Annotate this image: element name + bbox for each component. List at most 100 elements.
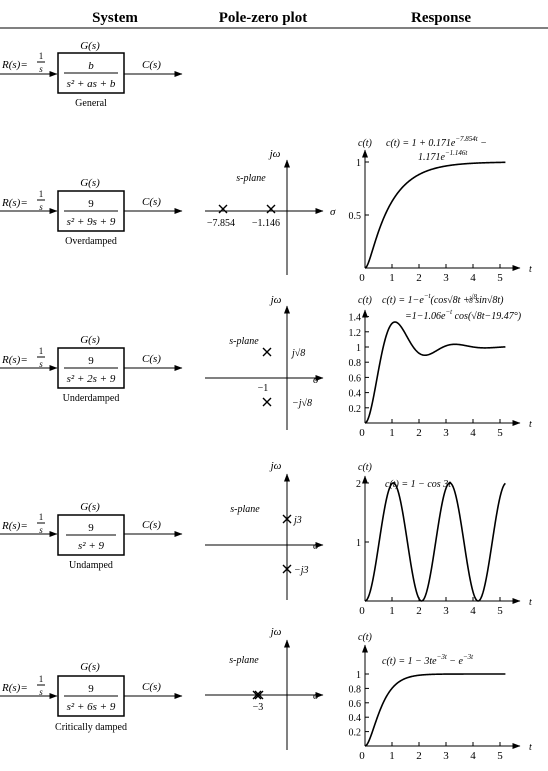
x-tick-label: 4 — [470, 750, 476, 762]
y-tick-label: 1 — [356, 670, 361, 681]
tf-numerator: b — [88, 60, 94, 72]
pole-marker — [218, 204, 228, 214]
pole-real-part-label: −1 — [258, 383, 269, 394]
pole-imag-label: j√8 — [290, 348, 305, 359]
ct-axis-label: c(t) — [358, 295, 373, 306]
input-num: 1 — [39, 189, 44, 199]
pole-marker — [262, 347, 272, 357]
input-num: 1 — [39, 674, 44, 684]
transfer-function-block — [57, 52, 125, 94]
response-equation-line1: c(t) = 1 + 0.171e−7.854t − — [386, 135, 487, 149]
x-tick-label: 5 — [497, 272, 503, 284]
output-label: C(s) — [142, 196, 161, 208]
tf-numerator: 9 — [88, 355, 94, 367]
input-label: R(s)= — [1, 354, 28, 366]
x-tick-label: 5 — [497, 427, 503, 439]
pole-marker — [266, 204, 276, 214]
tf-denominator: s² + 2s + 9 — [67, 373, 116, 385]
x-tick-label: 2 — [416, 750, 422, 762]
ct-axis-label: c(t) — [358, 462, 373, 473]
x-tick-label: 1 — [389, 605, 395, 617]
x-tick-label: 0 — [359, 605, 365, 617]
x-tick-label: 5 — [497, 605, 503, 617]
input-den: s — [39, 359, 43, 369]
y-tick-label: 1.4 — [349, 313, 362, 324]
ct-axis-label: c(t) — [358, 138, 373, 149]
input-label: R(s)= — [1, 59, 28, 71]
system-caption: General — [75, 98, 107, 109]
tf-denominator: s² + 6s + 9 — [67, 701, 116, 713]
y-tick-label: 1 — [356, 158, 361, 169]
system-caption: Undamped — [69, 560, 113, 571]
s-plane-label: s-plane — [229, 336, 259, 347]
x-tick-label: 3 — [443, 427, 449, 439]
row-undamped: R(s)= 1 s G(s) 9 s² + 9 C(s) Undamped jω… — [0, 460, 532, 617]
jw-label: jω — [269, 460, 282, 472]
output-label: C(s) — [142, 353, 161, 365]
response-equation-line2: 1.171e−1.146t — [418, 149, 468, 163]
y-tick-label: 2 — [356, 479, 361, 490]
sigma-label: σ — [330, 206, 336, 218]
input-label: R(s)= — [1, 520, 28, 532]
x-tick-label: 1 — [389, 272, 395, 284]
input-num: 1 — [39, 512, 44, 522]
input-den: s — [39, 525, 43, 535]
header-pole-zero-plot: Pole-zero plot — [219, 10, 307, 26]
row-underdamped: R(s)= 1 s G(s) 9 s² + 2s + 9 C(s) Underd… — [0, 292, 532, 439]
t-axis-label: t — [529, 742, 532, 753]
y-tick-label: 0.6 — [349, 373, 362, 384]
y-tick-label: 0.4 — [349, 713, 362, 724]
row-general: R(s)= 1 s G(s) b s² + as + b C(s) Genera… — [0, 40, 183, 109]
x-tick-label: 0 — [359, 427, 365, 439]
pole-imag-label: j3 — [292, 515, 302, 526]
pole-value-label: −1.146 — [252, 218, 280, 229]
ct-axis-label: c(t) — [358, 632, 373, 643]
pole-marker — [282, 564, 292, 574]
x-tick-label: 4 — [470, 272, 476, 284]
pole-marker — [282, 514, 292, 524]
x-tick-label: 3 — [443, 750, 449, 762]
transfer-function-label: G(s) — [80, 501, 100, 513]
header-response: Response — [411, 10, 471, 26]
x-tick-label: 2 — [416, 605, 422, 617]
response-equation-line2: =1−1.06e−t cos(√8t−19.47°) — [405, 308, 522, 322]
y-tick-label: 1 — [356, 343, 361, 354]
y-tick-label: 0.8 — [349, 684, 362, 695]
y-tick-label: 0.2 — [349, 404, 362, 415]
input-label: R(s)= — [1, 682, 28, 694]
y-tick-label: 0.8 — [349, 358, 362, 369]
response-curve — [364, 161, 506, 269]
transfer-function-label: G(s) — [80, 334, 100, 346]
tf-denominator: s² + 9s + 9 — [67, 216, 116, 228]
pole-imag-label: −j√8 — [292, 398, 312, 409]
input-num: 1 — [39, 346, 44, 356]
pole-value-label: −7.854 — [207, 218, 235, 229]
pole-marker — [262, 397, 272, 407]
system-caption: Critically damped — [55, 722, 127, 733]
s-plane-label: s-plane — [230, 504, 260, 515]
tf-numerator: 9 — [88, 198, 94, 210]
jw-label: jω — [269, 626, 282, 638]
transfer-function-label: G(s) — [80, 40, 100, 52]
transfer-function-label: G(s) — [80, 661, 100, 673]
input-label: R(s)= — [1, 197, 28, 209]
transfer-function-label: G(s) — [80, 177, 100, 189]
s-plane-label: s-plane — [229, 655, 259, 666]
system-caption: Underdamped — [63, 393, 120, 404]
output-label: C(s) — [142, 681, 161, 693]
y-tick-label: 1.2 — [349, 328, 362, 339]
y-tick-label: 0.5 — [349, 211, 362, 222]
output-label: C(s) — [142, 59, 161, 71]
jw-label: jω — [269, 294, 282, 306]
pole-imag-label: −j3 — [294, 565, 309, 576]
input-den: s — [39, 64, 43, 74]
pole-value-label: −3 — [253, 702, 264, 713]
x-tick-label: 1 — [389, 750, 395, 762]
x-tick-label: 5 — [497, 750, 503, 762]
s-plane-label: s-plane — [236, 173, 266, 184]
double-pole-marker — [252, 690, 264, 700]
